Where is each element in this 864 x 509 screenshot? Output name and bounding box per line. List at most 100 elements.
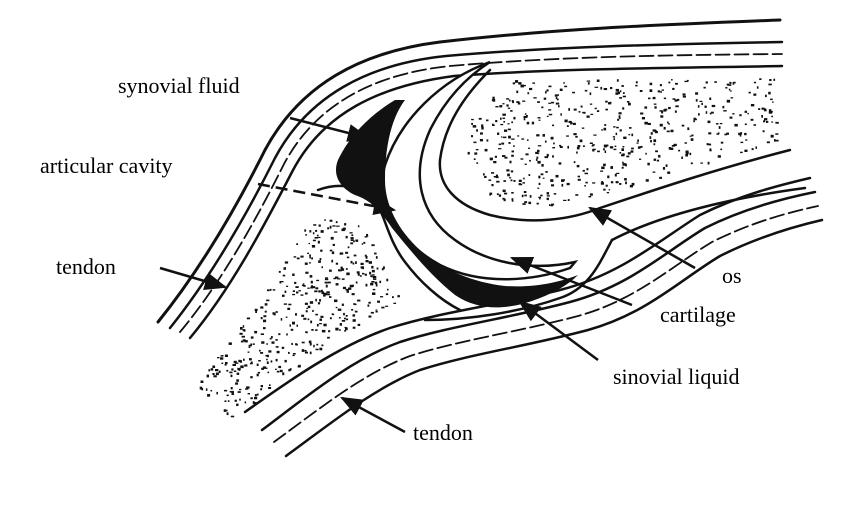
bone-stipple-dot [640, 112, 644, 115]
bone-stipple-dot [337, 308, 342, 311]
bone-stipple-dot [631, 147, 634, 150]
bone-stipple-dot [596, 79, 600, 82]
bone-stipple-dot [690, 162, 693, 165]
bone-stipple-dot [305, 271, 309, 274]
bone-stipple-dot [240, 365, 244, 369]
bone-stipple-dot [313, 344, 315, 348]
bone-stipple-dot [584, 89, 588, 92]
bone-stipple-dot [352, 319, 356, 322]
bone-stipple-dot [635, 81, 638, 84]
bone-stipple-dot [387, 288, 389, 291]
bone-stipple-dot [705, 111, 708, 114]
bone-stipple-dot [511, 150, 514, 153]
bone-stipple-dot [199, 386, 203, 390]
bone-stipple-dot [526, 121, 530, 125]
bone-stipple-dot [573, 161, 576, 164]
bone-stipple-dot [335, 221, 338, 224]
bone-stipple-dot [263, 315, 267, 318]
bone-stipple-dot [266, 358, 268, 361]
bone-stipple-dot [248, 346, 251, 348]
bone-stipple-dot [684, 142, 687, 144]
bone-stipple-dot [616, 172, 620, 174]
bone-stipple-dot [329, 296, 332, 298]
bone-stipple-dot [693, 120, 695, 123]
bone-stipple-dot [630, 150, 634, 153]
bone-stipple-dot [344, 330, 347, 332]
bone-stipple-dot [606, 192, 610, 194]
bone-stipple-dot [592, 182, 596, 184]
bone-stipple-dot [478, 117, 482, 120]
bone-stipple-dot [512, 82, 516, 85]
bone-stipple-dot [523, 191, 527, 193]
bone-stipple-dot [573, 122, 576, 125]
bone-stipple-dot [300, 294, 304, 296]
bone-stipple-dot [315, 287, 319, 290]
bone-stipple-dot [750, 118, 754, 121]
bone-stipple-dot [288, 351, 290, 354]
bone-stipple-dot [580, 105, 583, 108]
bone-stipple-dot [504, 156, 508, 159]
bone-stipple-dot [371, 265, 374, 269]
bone-stipple-dot [275, 358, 278, 362]
bone-stipple-dot [371, 274, 375, 276]
bone-stipple-dot [296, 291, 299, 294]
bone-stipple-dot [517, 135, 520, 137]
bone-stipple-dot [276, 350, 280, 354]
bone-stipple-dot [585, 181, 588, 184]
bone-stipple-dot [548, 109, 552, 111]
bone-stipple-dot [365, 256, 368, 259]
bone-stipple-dot [292, 321, 295, 325]
bone-stipple-dot [233, 360, 237, 364]
bone-stipple-dot [622, 146, 625, 148]
bone-stipple-dot [323, 292, 328, 296]
bone-stipple-dot [553, 142, 555, 145]
bone-stipple-dot [331, 313, 334, 315]
bone-stipple-dot [581, 127, 585, 129]
bone-stipple-dot [334, 299, 338, 303]
bone-stipple-dot [510, 179, 513, 182]
bone-stipple-dot [266, 299, 270, 302]
bone-stipple-dot [656, 159, 660, 162]
bone-stipple-dot [687, 127, 690, 131]
bone-stipple-dot [615, 132, 618, 136]
bone-stipple-dot [364, 254, 367, 257]
bone-stipple-dot [316, 234, 319, 237]
bone-stipple-dot [303, 317, 307, 320]
bone-stipple-dot [502, 197, 505, 200]
bone-stipple-dot [312, 309, 314, 312]
bone-stipple-dot [591, 145, 594, 147]
bone-stipple-dot [284, 290, 287, 293]
bone-stipple-dot [682, 95, 686, 98]
bone-stipple-dot [244, 401, 247, 404]
bone-stipple-dot [327, 293, 331, 296]
bone-stipple-dot [768, 83, 772, 86]
bone-stipple-dot [262, 366, 267, 369]
bone-stipple-dot [323, 294, 326, 297]
bone-stipple-dot [324, 281, 328, 284]
bone-stipple-dot [309, 256, 311, 259]
bone-stipple-dot [315, 313, 318, 316]
bone-stipple-dot [509, 177, 512, 179]
bone-stipple-dot [333, 277, 337, 280]
bone-stipple-dot [531, 121, 535, 125]
bone-stipple-dot [317, 236, 321, 239]
bone-stipple-dot [372, 276, 377, 278]
bone-stipple-dot [717, 132, 720, 134]
bone-stipple-dot [323, 323, 327, 327]
bone-stipple-dot [341, 320, 346, 322]
bone-stipple-dot [507, 128, 511, 131]
bone-stipple-dot [272, 312, 275, 315]
bone-stipple-dot [751, 148, 754, 151]
bone-stipple-dot [626, 101, 630, 103]
bone-stipple-dot [331, 251, 335, 255]
bone-stipple-dot [661, 89, 664, 91]
bone-stipple-dot [538, 182, 541, 185]
bone-stipple-dot [327, 336, 330, 339]
bone-stipple-dot [616, 126, 619, 129]
bone-stipple-dot [533, 97, 537, 99]
bone-stipple-dot [559, 146, 563, 148]
bone-stipple-dot [486, 139, 489, 142]
bone-stipple-dot [552, 155, 554, 158]
bone-stipple-dot [520, 158, 524, 160]
bone-stipple-dot [230, 387, 233, 390]
